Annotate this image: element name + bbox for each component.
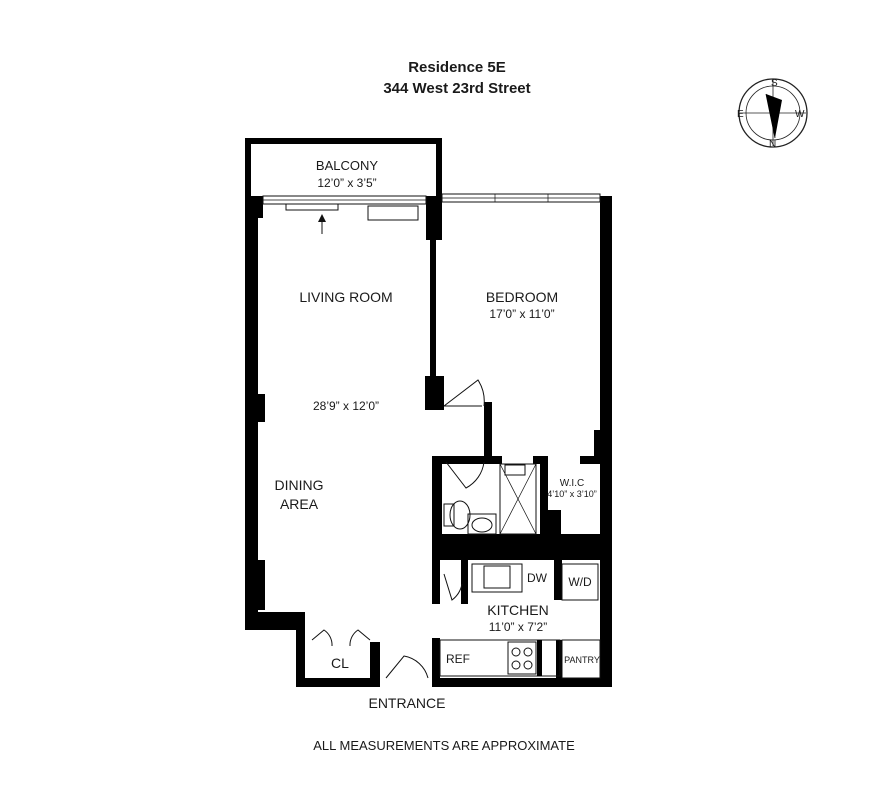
- kitchen-name: KITCHEN: [487, 602, 548, 618]
- residence-title: Residence 5E: [408, 59, 506, 76]
- compass-north: N: [769, 139, 776, 150]
- washer-dryer-label: W/D: [568, 575, 592, 589]
- measurement-note: ALL MEASUREMENTS ARE APPROXIMATE: [313, 738, 575, 753]
- wic-name: W.I.C: [560, 478, 584, 489]
- entrance-label: ENTRANCE: [368, 695, 445, 711]
- dishwasher-label: DW: [527, 571, 548, 585]
- kitchen-dims: 11’0” x 7’2”: [489, 620, 547, 634]
- bedroom-name: BEDROOM: [486, 289, 558, 305]
- balcony-dims: 12’0” x 3’5”: [317, 176, 376, 190]
- interior-walls: [370, 196, 612, 687]
- exterior-walls: [245, 196, 612, 687]
- bedroom-door: [443, 379, 485, 407]
- bedroom-dims: 17’0” x 11’0”: [489, 307, 554, 321]
- residence-address: 344 West 23rd Street: [383, 80, 530, 97]
- sink-icon: [467, 513, 497, 535]
- closet-name: CL: [331, 655, 349, 671]
- kitchen-door: [443, 573, 463, 601]
- closet-doors: [311, 629, 371, 647]
- entrance-door: [385, 655, 429, 679]
- living-room-name: LIVING ROOM: [299, 289, 392, 305]
- dining-area-name: DINING: [275, 477, 324, 493]
- kitchen-counters: [439, 563, 601, 679]
- balcony-railing: [245, 138, 442, 196]
- bathroom-fixtures: [443, 463, 537, 535]
- wic-dims: 4’10” x 3’10”: [547, 489, 597, 499]
- living-room-dims: 28’9” x 12’0”: [313, 399, 379, 413]
- compass-east: E: [737, 109, 744, 120]
- compass-west: W: [795, 109, 805, 120]
- toilet-icon: [443, 500, 471, 530]
- compass-south: S: [771, 78, 778, 89]
- windows: [262, 193, 601, 234]
- compass-rose-icon: S N E W: [737, 78, 808, 150]
- cooktop-icon: [507, 641, 537, 675]
- refrigerator-label: REF: [446, 652, 470, 666]
- bathroom-door: [445, 461, 485, 489]
- dining-area-name-2: AREA: [280, 496, 319, 512]
- balcony-name: BALCONY: [316, 158, 378, 173]
- pantry-label: PANTRY: [564, 655, 600, 665]
